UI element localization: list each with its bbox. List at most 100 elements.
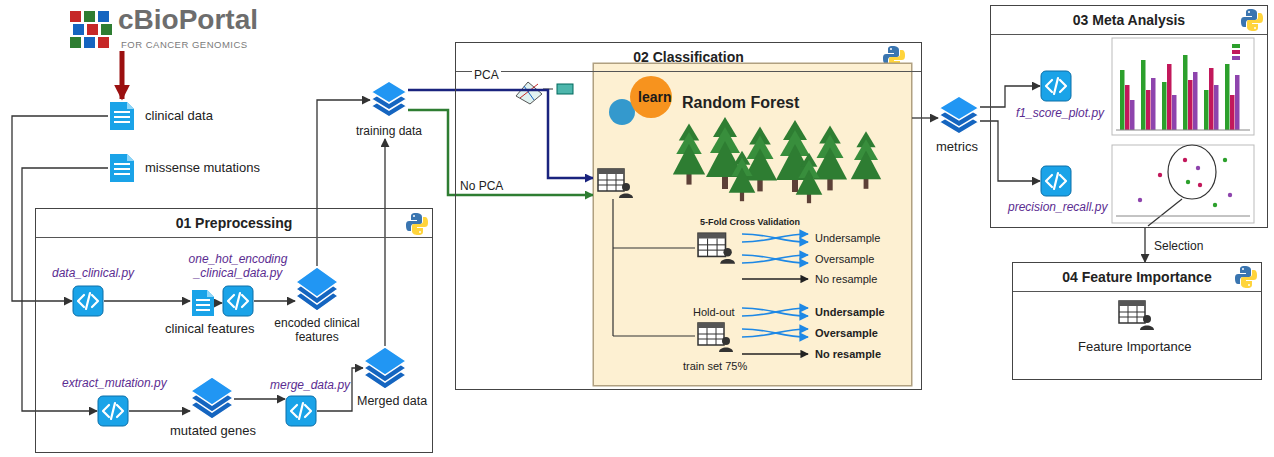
doc-icon: [190, 288, 216, 318]
node-label: training data: [356, 124, 422, 138]
annotation: learn: [638, 90, 671, 104]
decor-stroke: [1235, 75, 1240, 130]
script-name: data_clinical.py: [52, 266, 134, 280]
connector: [912, 117, 938, 118]
decor-stroke: [1225, 64, 1230, 130]
layers-icon: [190, 376, 234, 420]
decor-stroke: [1209, 68, 1214, 130]
connector: [254, 300, 295, 301]
decor-stroke: [1151, 78, 1156, 130]
code-icon: [1040, 165, 1072, 197]
decor-stroke: [1116, 216, 1250, 217]
decor-stroke: [742, 353, 808, 354]
decor-stroke: [742, 255, 808, 263]
decor-stroke: [1214, 85, 1219, 130]
script-name: precision_recall.py: [1008, 200, 1107, 214]
decor-stroke: [1116, 130, 1250, 131]
data-node: clinical data: [108, 100, 213, 132]
stage-title: 02 Classification: [456, 43, 921, 72]
annotation: Hold-out: [693, 305, 735, 319]
annotation: 5-Fold Cross Validation: [700, 217, 800, 228]
node-label: metrics: [936, 140, 978, 154]
stage-title: 03 Meta Analysis: [991, 6, 1267, 35]
node-label: encoded clinical features: [272, 316, 362, 344]
stage-title: 01 Preprocessing: [36, 209, 432, 238]
script-name: f1_score_plot.py: [1016, 106, 1104, 120]
data-node: precision_recall.py: [1008, 165, 1108, 214]
decor-stroke: [1120, 70, 1125, 130]
decor-stroke: [1198, 183, 1202, 187]
decor-stroke: [1186, 180, 1190, 184]
decor-stroke: [742, 234, 808, 242]
layers-icon: [295, 266, 339, 312]
decor-stroke: [742, 234, 808, 242]
stage-box: 01 Preprocessing data_clinical.py clinical…: [35, 208, 433, 453]
annotation: No resample: [815, 272, 877, 286]
code-icon: [97, 395, 129, 427]
decor-stroke: [1125, 85, 1130, 130]
data-node: merge_data.py: [270, 378, 351, 427]
data-node: f1_score_plot.py: [1016, 70, 1105, 120]
decor-stroke: [742, 308, 808, 316]
body-text: Feature Importance: [1078, 340, 1191, 354]
script-name: one_hot_encoding _clinical_data.py: [183, 252, 293, 280]
layers-icon: [370, 80, 408, 118]
decor-stroke: [742, 329, 808, 337]
connector: [980, 121, 1040, 181]
decor-stroke: [1228, 193, 1232, 197]
stage-title: 04 Feature Importance: [1013, 263, 1261, 292]
decor-stroke: [1172, 95, 1177, 130]
decor-stroke: [1162, 82, 1167, 130]
connector: [980, 86, 1040, 107]
decor-stroke: [1232, 50, 1240, 54]
decor-stroke: [1130, 100, 1135, 130]
node-label: clinical features: [165, 322, 255, 336]
decor-stroke: [1141, 60, 1146, 130]
code-icon: [72, 285, 104, 317]
doc-icon: [108, 152, 136, 184]
annotation: Oversample: [815, 252, 874, 266]
annotation: train set 75%: [683, 359, 747, 373]
node-label: Merged data: [357, 394, 427, 408]
node-label: FOR CANCER GENOMICS: [121, 39, 248, 50]
node-label: missense mutations: [145, 161, 260, 175]
decor-stroke: [1158, 173, 1162, 177]
decor-stroke: [1188, 80, 1193, 130]
connector: [216, 302, 222, 303]
decor-stroke: [742, 278, 808, 279]
annotation: Undersample: [815, 305, 885, 319]
edge-label: PCA: [472, 68, 501, 82]
edge-label: Selection: [1152, 239, 1205, 253]
table-icon: [1118, 300, 1154, 330]
connector: [408, 110, 593, 195]
data-node: mutated genes: [170, 376, 257, 438]
annotation: Oversample: [815, 326, 878, 340]
connector: [408, 90, 593, 178]
code-icon: [1040, 70, 1072, 102]
decor-stroke: [1193, 72, 1198, 130]
decor-stroke: [1223, 158, 1227, 162]
layers-icon: [363, 346, 407, 390]
decor-stroke: [1146, 90, 1151, 130]
data-node: extract_mutation.py: [62, 376, 167, 427]
annotation: No resample: [815, 347, 881, 361]
script-name: merge_data.py: [270, 378, 350, 392]
doc-icon: [108, 100, 136, 132]
data-node: training data: [356, 80, 423, 138]
decor-stroke: [1183, 55, 1188, 130]
connector: [120, 51, 125, 99]
stage-box: 04 Feature ImportanceFeature Importance: [1012, 262, 1262, 380]
connector: [104, 300, 190, 301]
edge-label: No PCA: [458, 179, 505, 193]
data-node: cBioPortalFOR CANCER GENOMICS: [70, 4, 259, 50]
node-label: mutated genes: [170, 424, 256, 438]
decor-stroke: [1232, 44, 1240, 48]
decor-stroke: [1183, 158, 1187, 162]
data-node: missense mutations: [108, 152, 260, 184]
decor-stroke: [1167, 64, 1172, 130]
connector: [129, 410, 190, 411]
decor-stroke: [742, 255, 808, 263]
data-node: metrics: [936, 95, 980, 154]
connector: [234, 398, 285, 399]
